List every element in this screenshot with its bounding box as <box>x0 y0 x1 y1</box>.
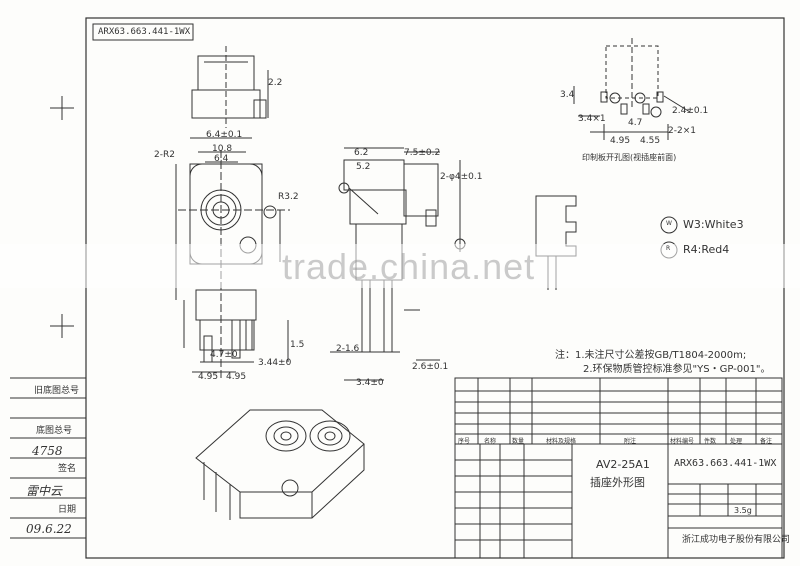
note-line-2: 2.环保物质管控标准参见"YS・GP-001"。 <box>583 364 771 375</box>
drawing-number-top: ARX63.663.441-1WX <box>98 27 191 37</box>
dim-label: 3.4×1 <box>578 114 606 124</box>
note-line-1: 注：1.未注尺寸公差按GB/T1804-2000m; <box>555 350 747 361</box>
dim-label: 6.4±0.1 <box>206 130 243 140</box>
side-date-value: 09.6.22 <box>26 522 72 536</box>
dim-label: 7.5±0.2 <box>404 148 441 158</box>
dim-label: 2-φ4±0.1 <box>440 172 483 182</box>
dim-label: 3.44±0 <box>258 358 292 368</box>
bom-header-no: 序号 <box>458 438 471 445</box>
bom-header-note: 备注 <box>760 438 773 445</box>
title-part-no: AV2-25A1 <box>596 458 650 471</box>
dim-label: 2.6±0.1 <box>412 362 449 372</box>
bom-header-material: 材料及规格 <box>546 438 577 445</box>
dim-label: 5.2 <box>356 162 371 172</box>
bom-header-matcode: 材料编号 <box>670 438 695 445</box>
bom-header-treat: 处理 <box>730 438 743 445</box>
side-old-no: 旧底图总号 <box>34 386 80 396</box>
title-company: 浙江成功电子股份有限公司 <box>682 535 791 545</box>
title-drawing-no: ARX63.663.441-1WX <box>674 458 777 469</box>
dim-label: 4.7±0 <box>210 350 238 360</box>
dim-label: 2-2×1 <box>668 126 696 136</box>
side-doc-no: 底图总号 <box>36 426 73 436</box>
title-part-name: 插座外形图 <box>590 476 645 489</box>
bom-header-finish: 件数 <box>704 438 717 445</box>
dim-label: 3.4 <box>560 90 575 100</box>
dim-label: 6.4 <box>214 154 229 164</box>
dim-label: 3.4±0 <box>356 378 384 388</box>
dim-label: 2-R2 <box>154 150 175 160</box>
legend-white: W3:White3 <box>683 218 744 231</box>
dim-label: 10.8 <box>212 144 233 154</box>
dim-label: 2-1.6 <box>336 344 360 354</box>
dim-label: 4.95 <box>198 372 219 382</box>
side-date: 日期 <box>58 505 77 515</box>
watermark: trade.china.net <box>282 246 536 287</box>
dim-label: 4.7 <box>628 118 643 128</box>
dim-label: 4.55 <box>640 136 661 146</box>
bom-header-remark: 附注 <box>624 438 637 445</box>
watermark-band <box>0 244 800 288</box>
dim-label: 2.2 <box>268 78 283 88</box>
side-sign: 签名 <box>58 464 77 474</box>
dim-label: R3.2 <box>278 192 299 202</box>
dim-label: 6.2 <box>354 148 369 158</box>
side-sign-value: 雷中云 <box>26 484 63 498</box>
dim-label: 4.95 <box>610 136 631 146</box>
side-doc-value: 4758 <box>32 444 63 458</box>
dim-label: 2.4±0.1 <box>672 106 709 116</box>
bom-header-qty: 数量 <box>512 438 525 445</box>
dim-label: 4.95 <box>226 372 247 382</box>
pcb-layout-label: 印制板开孔图(视插座前面) <box>582 153 677 162</box>
legend-red: R4:Red4 <box>683 243 730 256</box>
title-weight: 3.5g <box>734 506 752 515</box>
bom-header-name: 名称 <box>484 438 497 445</box>
dim-label: 1.5 <box>290 340 305 350</box>
